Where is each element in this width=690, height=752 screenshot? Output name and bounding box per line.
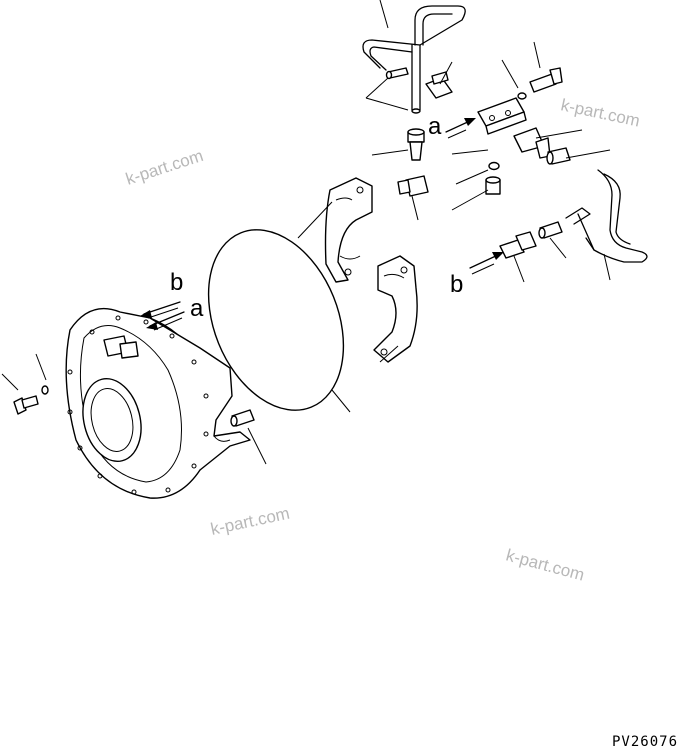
callout-b-housing: b [170,269,183,296]
arrow-b-lower [469,252,504,275]
drawing-code: PV26076 [612,734,678,750]
callout-a-upper: a [428,113,442,140]
watermark-4: k-part.com [504,546,586,585]
bearing-cap-upper [324,177,373,283]
lube-tube-lower [565,169,648,263]
o-ring [488,161,500,171]
dowel-pin [230,409,255,427]
gasket [207,229,345,411]
connector-b [499,231,537,259]
bolt-left [13,395,39,415]
callout-b-lower: b [450,271,463,298]
watermark-1: k-part.com [123,146,205,189]
bolt-top [529,67,563,93]
sleeve-lower [538,221,563,239]
lube-tube-upper [362,5,466,114]
watermark-3: k-part.com [209,504,291,539]
hose-fitting [546,147,571,165]
banjo-fitting [513,127,551,159]
bearing-cap-lower [373,255,418,363]
distribution-block [477,97,527,135]
arrow-a-housing [146,311,185,331]
plug [485,176,501,195]
differential-housing [65,307,251,499]
elbow-fitting [425,71,453,99]
washer-top [517,92,527,100]
callout-a-housing: a [190,295,204,322]
connector-fitting [407,128,425,161]
tee-fitting [397,175,429,197]
arrow-b-housing [140,301,181,319]
washer-left [41,385,49,395]
leader-lines [1,0,611,465]
arrow-a-upper [445,118,476,139]
sleeve [385,67,409,80]
watermark-2: k-part.com [559,95,641,130]
